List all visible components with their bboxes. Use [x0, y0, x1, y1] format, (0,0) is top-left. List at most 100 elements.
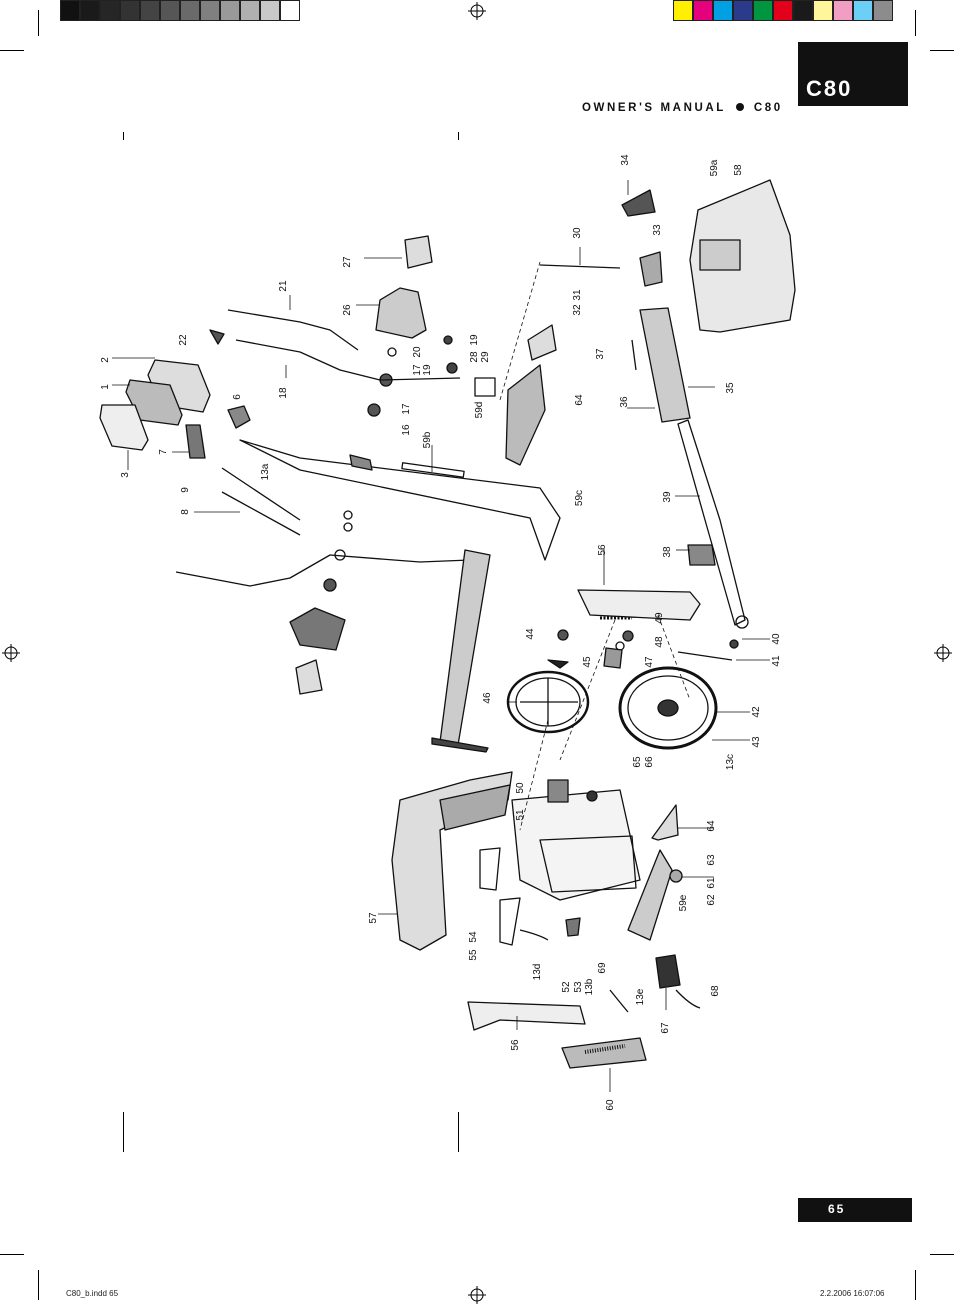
part-label: 59e: [678, 894, 689, 911]
gray-swatch: [60, 0, 80, 21]
part-label: 1: [100, 384, 111, 390]
color-swatch: [753, 0, 773, 21]
upper-handlebar-part: [175, 554, 471, 587]
part-label: 56: [597, 544, 608, 556]
color-swatch: [773, 0, 793, 21]
color-swatch: [873, 0, 893, 21]
part-label: 37: [595, 348, 606, 360]
console-panel-part: [99, 404, 149, 451]
color-swatch: [813, 0, 833, 21]
tube-part: [539, 264, 621, 269]
assembly-line: [657, 614, 691, 701]
lower-arm-part: [221, 467, 301, 521]
foot-cup-part: [295, 659, 323, 695]
gray-swatch: [80, 0, 100, 21]
part-label: 45: [582, 656, 593, 668]
part-label: 31: [572, 289, 583, 301]
running-title-left: OWNER'S MANUAL: [582, 102, 726, 114]
chapter-tab-label: C80: [806, 76, 853, 101]
gray-swatch: [160, 0, 180, 21]
bracket-part: [479, 847, 501, 891]
part-label: 13c: [725, 754, 736, 770]
bearing-part: [729, 639, 739, 649]
part-label: 21: [278, 280, 289, 292]
crop-mark: [0, 50, 24, 51]
console-display-part: [125, 379, 183, 426]
part-label: 64: [574, 394, 585, 406]
handlebar-part: [235, 339, 381, 381]
end-cover-part: [527, 324, 557, 361]
running-title: OWNER'S MANUAL C80: [582, 102, 783, 114]
bracket-part: [639, 251, 663, 287]
bearing-part: [557, 629, 569, 641]
base-frame-part: [511, 789, 641, 901]
cable-part: [675, 989, 701, 1009]
part-label: 56: [510, 1039, 521, 1051]
gray-swatch: [140, 0, 160, 21]
part-label: 29: [480, 351, 491, 363]
running-title-right: C80: [753, 102, 783, 114]
bracket-part: [227, 405, 251, 429]
grip-sensor-part: [185, 424, 206, 459]
part-label: 19: [469, 334, 480, 346]
drive-pulley-part: [627, 675, 709, 741]
main-post-part: [239, 439, 561, 561]
gray-swatch: [120, 0, 140, 21]
part-label: 13d: [532, 964, 543, 981]
end-cover-part: [651, 804, 679, 841]
part-label: 58: [733, 164, 744, 176]
power-adapter-part: [655, 954, 681, 989]
magnet-part: [547, 659, 569, 669]
part-label: 63: [706, 854, 717, 866]
bracket-part: [499, 897, 521, 946]
washer-part: [343, 522, 353, 532]
part-label: 53: [573, 981, 584, 993]
part-label: 8: [180, 509, 191, 515]
crop-mark: [123, 1112, 124, 1152]
pedal-arm-part: [439, 549, 491, 746]
gray-swatch: [240, 0, 260, 21]
part-label: 6: [232, 394, 243, 400]
part-label: 13a: [260, 463, 271, 480]
color-swatch: [673, 0, 693, 21]
crop-mark: [123, 132, 124, 140]
part-label: 59c: [574, 490, 585, 506]
part-label: 26: [342, 304, 353, 316]
color-swatch: [713, 0, 733, 21]
cable-part: [519, 929, 549, 941]
label-part: [699, 239, 741, 271]
footer-file-info: C80_b.indd 65: [66, 1289, 119, 1298]
part-label: 13g: [0, 0, 3, 8]
part-label: 50: [515, 782, 526, 794]
washer-part: [669, 869, 683, 883]
part-label: 59b: [422, 431, 433, 448]
part-label: 64: [706, 820, 717, 832]
part-label: 34: [620, 154, 631, 166]
end-cover-part: [627, 849, 673, 941]
post-tube-part: [349, 454, 373, 471]
part-label: 44: [525, 628, 536, 640]
pedal-part: [431, 737, 489, 753]
bracket-part: [621, 189, 656, 217]
crop-mark: [38, 1270, 39, 1300]
part-label: 13e: [635, 988, 646, 1005]
part-label: 68: [710, 985, 721, 997]
sensor-part: [565, 917, 581, 937]
crop-mark: [930, 1254, 954, 1255]
motor-part: [547, 779, 569, 803]
part-label: 22: [178, 334, 189, 346]
part-label: 19: [422, 364, 433, 376]
color-swatch: [693, 0, 713, 21]
front-cover-part: [439, 784, 511, 831]
assembly-line: [559, 619, 616, 761]
part-label: 13b: [584, 978, 595, 995]
assembly-line: [519, 719, 549, 831]
part-label: 39: [662, 491, 673, 503]
part-label: 18: [278, 387, 289, 399]
washer-part: [343, 510, 353, 520]
bearing-part: [323, 578, 337, 592]
part-label: 69: [597, 962, 608, 974]
color-swatch: [853, 0, 873, 21]
part-label: 17: [401, 403, 412, 415]
